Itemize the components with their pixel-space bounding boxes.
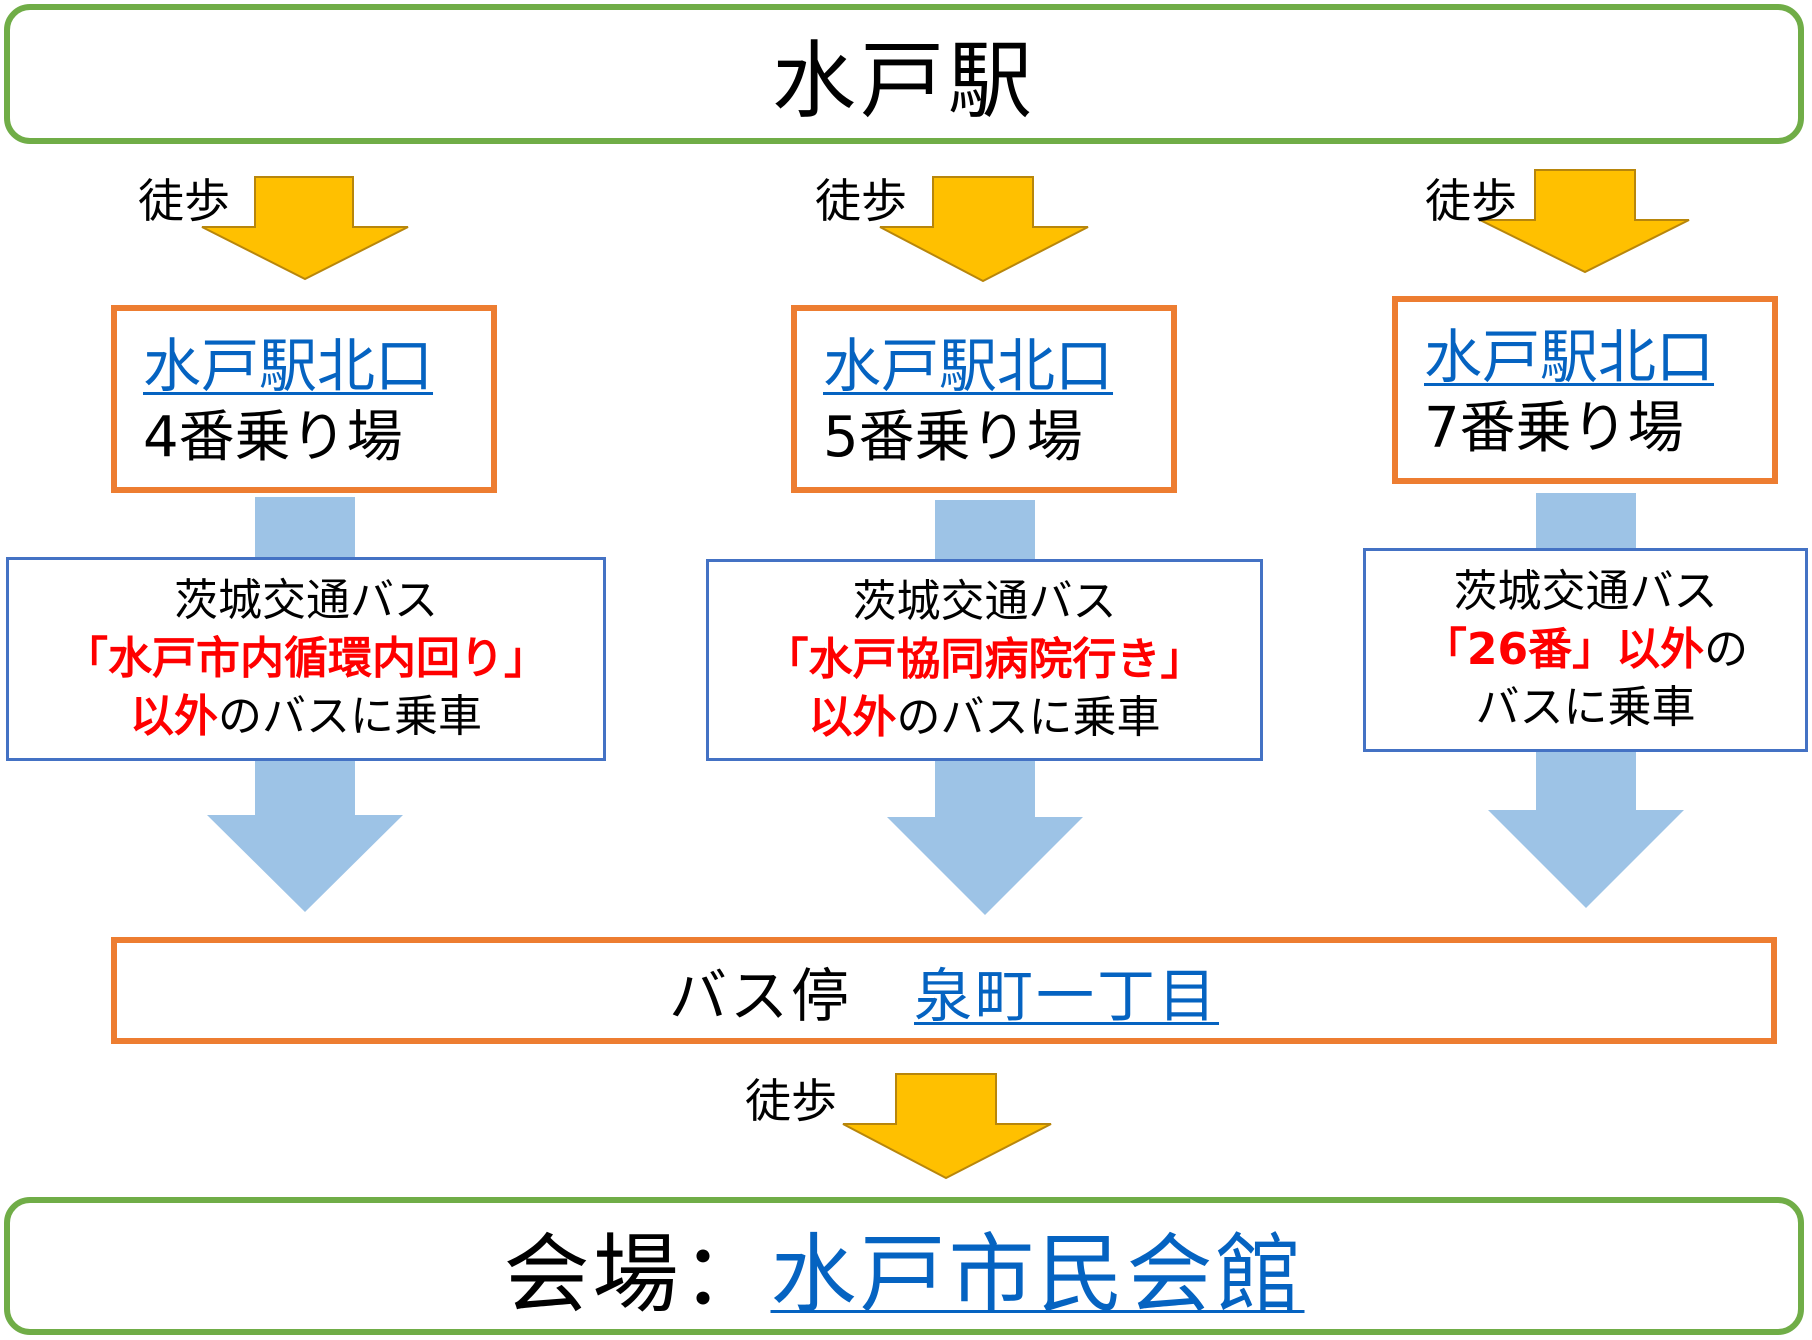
walk-label-2: 徒歩 [815, 174, 907, 228]
route-name-3: 「26番」以外 [1422, 624, 1705, 675]
walk-label-1: 徒歩 [138, 174, 230, 228]
route-name-2: 「水戸協同病院行き」 [764, 634, 1205, 685]
bus-stop-link[interactable]: 泉町一丁目 [914, 961, 1220, 1030]
walk-label-4: 徒歩 [745, 1074, 837, 1128]
route-except-2: 以外 [808, 692, 897, 743]
venue-prefix: 会場： [503, 1224, 771, 1325]
route-box-3: 茨城交通バス 「26番」以外の バスに乗車 [1363, 548, 1808, 752]
route-company-2: 茨城交通バス [852, 576, 1117, 627]
route-tail-2: のバスに乗車 [896, 692, 1161, 743]
route-box-1: 茨城交通バス 「水戸市内循環内回り」 以外のバスに乗車 [6, 557, 606, 761]
walk-arrow-2 [879, 176, 1089, 283]
walk-arrow-3 [1479, 169, 1690, 274]
start-station-label: 水戸駅 [771, 31, 1036, 130]
stop-platform-2: 5番乗り場 [823, 405, 1083, 470]
stop-box-1: 水戸駅北口 4番乗り場 [111, 305, 497, 493]
walk-arrow-1 [201, 176, 409, 281]
route-company-1: 茨城交通バス [174, 575, 438, 626]
stop-link-2[interactable]: 水戸駅北口 [823, 332, 1114, 400]
stop-box-3: 水戸駅北口 7番乗り場 [1392, 296, 1778, 484]
venue-link[interactable]: 水戸市民会館 [770, 1224, 1305, 1325]
start-station-box: 水戸駅 [4, 4, 1804, 144]
route-tail-3a: の [1704, 624, 1749, 675]
route-tail-1: のバスに乗車 [218, 691, 482, 742]
route-box-2: 茨城交通バス 「水戸協同病院行き」 以外のバスに乗車 [706, 559, 1263, 761]
route-name-1: 「水戸市内循環内回り」 [64, 633, 548, 684]
stop-platform-1: 4番乗り場 [143, 405, 403, 470]
stop-link-3[interactable]: 水戸駅北口 [1424, 323, 1715, 391]
stop-box-2: 水戸駅北口 5番乗り場 [791, 305, 1177, 493]
walk-arrow-4 [842, 1073, 1052, 1180]
bus-stop-box: バス停 泉町一丁目 [111, 937, 1777, 1044]
bus-stop-prefix: バス停 [668, 961, 852, 1030]
route-company-3: 茨城交通バス [1453, 566, 1718, 617]
venue-box: 会場： 水戸市民会館 [4, 1197, 1804, 1335]
stop-link-1[interactable]: 水戸駅北口 [143, 332, 434, 400]
walk-label-3: 徒歩 [1425, 174, 1517, 228]
route-tail-3b: バスに乗車 [1475, 682, 1696, 733]
route-except-1: 以外 [130, 691, 218, 742]
stop-platform-3: 7番乗り場 [1424, 396, 1684, 461]
